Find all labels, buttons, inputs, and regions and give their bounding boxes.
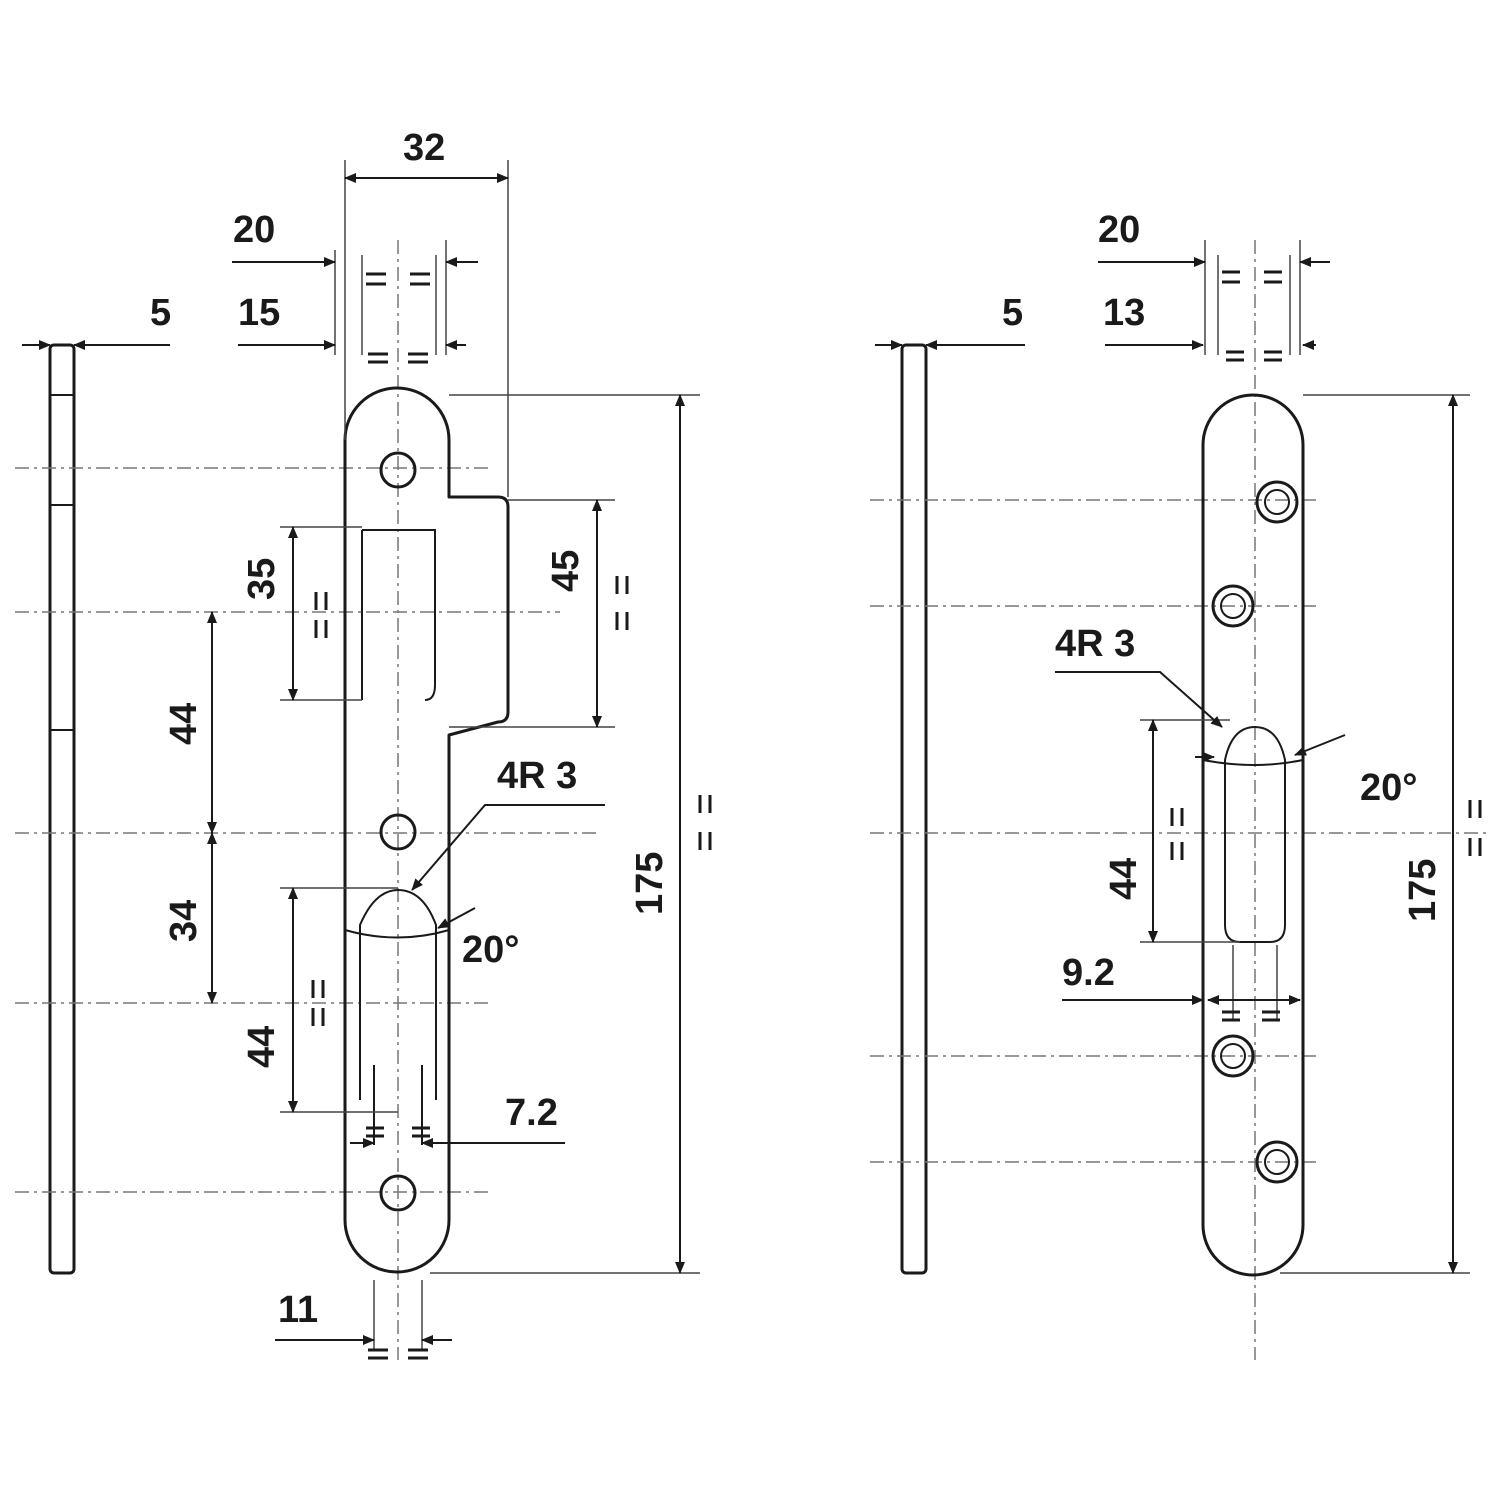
right-side-profile — [900, 343, 928, 1275]
left-label-20deg: 20° — [462, 929, 519, 971]
left-label-20: 20 — [233, 209, 275, 251]
left-lower-slot — [359, 888, 437, 1100]
right-label-5: 5 — [1002, 292, 1023, 334]
right-label-9-2: 9.2 — [1062, 952, 1115, 994]
left-label-44-upper: 44 — [163, 703, 205, 745]
right-screw-hole-4 — [1255, 1140, 1299, 1184]
right-strike-plate — [1201, 393, 1305, 1277]
left-label-35: 35 — [241, 558, 283, 600]
left-label-45: 45 — [545, 550, 587, 592]
right-label-13: 13 — [1103, 292, 1145, 334]
right-label-44: 44 — [1103, 858, 1145, 900]
right-view: 20 5 13 4R 3 20° 44 175 9.2 — [870, 209, 1490, 1360]
right-label-20deg: 20° — [1360, 767, 1417, 809]
left-label-32: 32 — [403, 127, 445, 169]
left-hole-middle — [379, 813, 417, 851]
right-equal-marks — [1170, 270, 1482, 1022]
right-label-175: 175 — [1402, 859, 1444, 922]
left-label-11: 11 — [278, 1289, 318, 1331]
left-hole-bottom — [379, 1174, 417, 1212]
right-screw-hole-2 — [1211, 584, 1255, 628]
left-label-5: 5 — [150, 292, 171, 334]
left-label-34: 34 — [163, 900, 205, 942]
right-slot — [1224, 725, 1286, 943]
right-label-4r3: 4R 3 — [1055, 623, 1135, 665]
left-side-profile — [48, 343, 76, 1275]
right-label-20: 20 — [1098, 209, 1140, 251]
right-screw-hole-3 — [1211, 1034, 1255, 1078]
left-strike-plate — [343, 386, 510, 1274]
left-hole-top — [379, 451, 417, 489]
left-label-175: 175 — [629, 852, 671, 915]
left-equal-marks — [311, 272, 712, 1360]
left-label-7-2: 7.2 — [505, 1092, 558, 1134]
left-recess-pocket — [361, 529, 436, 701]
left-label-44-lower: 44 — [241, 1026, 283, 1068]
left-view: 32 20 5 15 35 45 44 34 44 4R 3 20° 175 7… — [15, 127, 712, 1360]
left-label-15: 15 — [238, 292, 280, 334]
left-label-4r3: 4R 3 — [497, 755, 577, 797]
right-screw-hole-1 — [1255, 480, 1299, 524]
